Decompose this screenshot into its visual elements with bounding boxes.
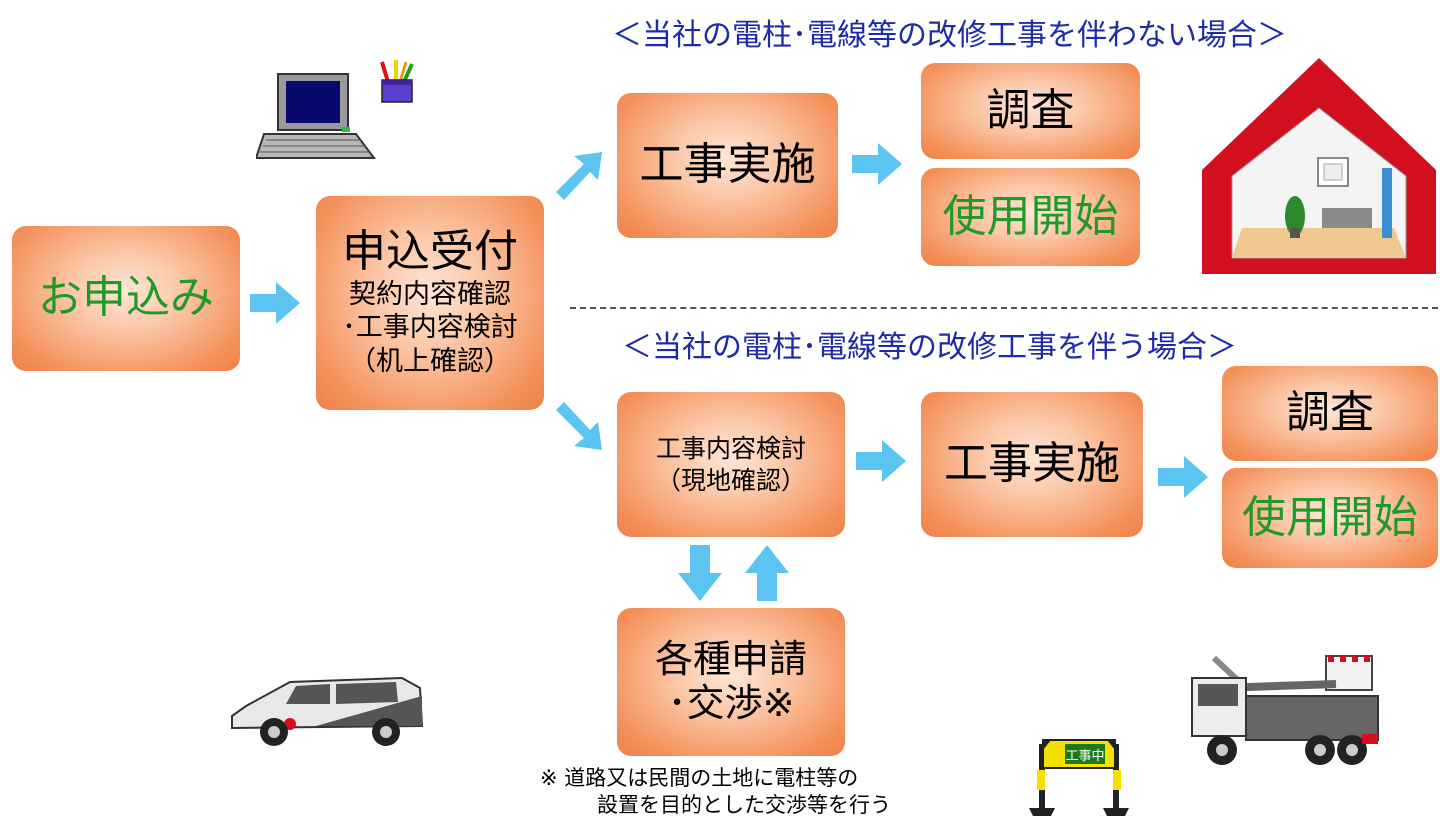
arrow-up-icon xyxy=(745,545,789,601)
barrier-sign-text: 工事中 xyxy=(1065,749,1104,764)
route-a-construction-box: 工事実施 xyxy=(617,93,838,238)
route-a-heading: ＜当社の電柱･電線等の改修工事を伴わない場合＞ xyxy=(612,18,1287,53)
route-a-start-label: 使用開始 xyxy=(942,190,1119,242)
route-a-survey-box: 調査 xyxy=(921,63,1140,159)
footnote-line2: 設置を目的とした交渉等を行う xyxy=(597,793,891,817)
reception-title: 申込受付 xyxy=(342,226,518,278)
reception-line3: （机上確認） xyxy=(349,346,511,378)
route-b-survey-label: 調査 xyxy=(1286,387,1374,439)
arrow-right-icon xyxy=(250,282,300,324)
utility-van-icon xyxy=(231,676,424,746)
construction-barrier-icon: 工事中 xyxy=(1029,739,1129,816)
apply-label: お申込み xyxy=(38,272,214,324)
route-b-construction-label: 工事実施 xyxy=(944,438,1120,490)
arrow-up-right-icon xyxy=(556,152,602,200)
route-a-survey-label: 調査 xyxy=(986,84,1075,136)
footnote-line1: ※ 道路又は民間の土地に電柱等の xyxy=(540,766,859,790)
arrow-right-icon xyxy=(856,440,906,482)
arrow-right-icon xyxy=(852,143,902,185)
bucket-truck-icon xyxy=(1191,655,1379,765)
route-b-start-box: 使用開始 xyxy=(1222,468,1438,568)
route-b-review-line1: 工事内容検討 xyxy=(655,434,806,464)
route-b-review-box: 工事内容検討 （現地確認） xyxy=(617,392,845,537)
pencil-cup-icon xyxy=(380,60,414,103)
apply-box: お申込み xyxy=(12,226,240,371)
reception-box: 申込受付 契約内容確認 ･工事内容検討 （机上確認） xyxy=(316,196,544,410)
route-b-construction-box: 工事実施 xyxy=(921,392,1143,537)
reception-line1: 契約内容確認 xyxy=(349,278,511,310)
permits-line1: 各種申請 xyxy=(654,637,807,682)
house-icon xyxy=(1202,58,1436,274)
route-b-start-label: 使用開始 xyxy=(1242,491,1418,543)
route-b-review-line2: （現地確認） xyxy=(655,465,806,495)
route-a-construction-label: 工事実施 xyxy=(639,139,816,191)
route-b-survey-box: 調査 xyxy=(1222,366,1438,461)
permits-box: 各種申請 ･交渉※ xyxy=(617,608,845,756)
arrow-down-right-icon xyxy=(556,402,602,450)
reception-line2: ･工事内容検討 xyxy=(342,312,518,344)
route-b-heading: ＜当社の電柱･電線等の改修工事を伴う場合＞ xyxy=(622,330,1237,365)
arrow-down-icon xyxy=(678,545,722,601)
route-a-start-box: 使用開始 xyxy=(921,168,1140,266)
arrow-right-icon xyxy=(1158,456,1208,498)
route-divider xyxy=(570,307,1438,309)
laptop-icon xyxy=(256,73,376,159)
permits-line2: ･交渉※ xyxy=(667,681,795,725)
